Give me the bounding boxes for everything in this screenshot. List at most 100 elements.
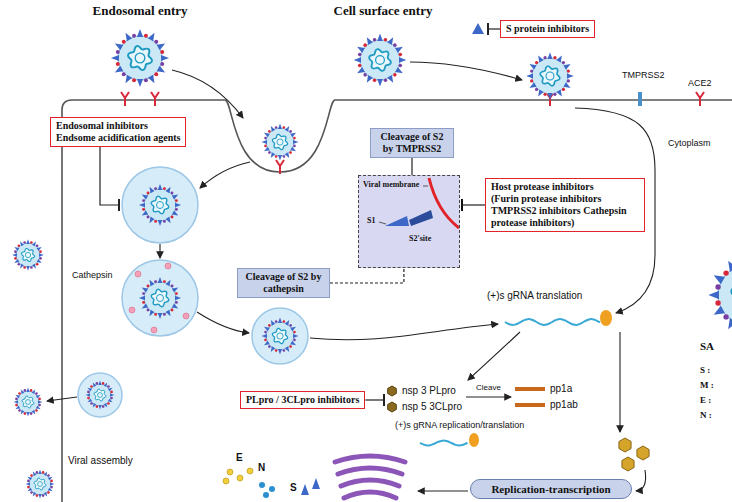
spike-protein: [526, 73, 533, 78]
spike-protein: [37, 259, 42, 263]
viral-rna: [135, 53, 145, 63]
e-protein: [223, 478, 229, 484]
process-box: Replication-transcription: [470, 479, 632, 499]
spike-protein: [293, 140, 298, 144]
region-label: Cytoplasm: [668, 138, 711, 148]
e-protein: [227, 469, 233, 475]
box-text: (Furin protease inhibitors TMPRSS2 inhib…: [491, 193, 639, 229]
connector: [462, 204, 485, 205]
spike-protein: [271, 320, 275, 326]
spike-protein: [708, 291, 719, 299]
spike-protein: [166, 187, 171, 193]
membrane-protein: [160, 62, 164, 66]
spike-protein: [377, 34, 383, 41]
envelope-protein: [107, 402, 110, 405]
spike-protein: [290, 327, 296, 331]
membrane-protein: [171, 285, 174, 288]
membrane-protein: [268, 345, 271, 348]
ace2-receptor: [151, 92, 159, 106]
envelope-protein: [264, 145, 267, 148]
nucleocapsid: [151, 289, 168, 306]
membrane-protein: [50, 486, 53, 489]
membrane-protein: [553, 93, 556, 96]
spike-protein: [547, 93, 552, 100]
flow-arrow: [468, 332, 520, 380]
spike-protein: [158, 220, 162, 226]
spike-protein: [728, 318, 732, 329]
envelope-protein: [30, 474, 33, 477]
viral-membrane-arc: [429, 178, 459, 228]
envelope-protein: [38, 398, 41, 401]
polyprotein-bar: [515, 387, 545, 391]
spike-protein: [357, 67, 365, 73]
spike-protein: [139, 203, 145, 207]
spike-protein: [172, 194, 178, 199]
membrane-protein: [116, 50, 120, 54]
rna-strand: [505, 319, 600, 325]
envelope-protein: [358, 64, 362, 68]
spike-protein: [262, 334, 267, 338]
envelope-protein: [264, 339, 267, 342]
envelope-protein: [715, 300, 720, 305]
spike-protein: [278, 155, 282, 160]
envelope-protein: [30, 241, 33, 244]
spike-protein: [98, 380, 101, 385]
membrane-protein: [567, 79, 570, 82]
spike-protein: [387, 75, 393, 83]
envelope-protein: [154, 313, 157, 316]
cathepsin-enzyme: [151, 327, 157, 333]
membrane-protein: [122, 72, 126, 76]
membrane-protein: [15, 398, 18, 401]
inhibition-line: [100, 147, 118, 205]
protein-label: TMPRSS2: [622, 70, 665, 80]
envelope-protein: [163, 187, 166, 190]
membrane-protein: [24, 389, 27, 392]
spike-protein: [271, 152, 275, 158]
spike-protein: [538, 55, 544, 62]
legend-key: M :: [700, 380, 714, 390]
process-box: Cleavage of S2 by TMPRSS2: [370, 128, 454, 158]
leader-line: [423, 186, 428, 187]
protein-hexagon: [622, 457, 634, 471]
envelope-protein: [132, 78, 136, 82]
spike-protein: [166, 280, 171, 286]
envelope-protein: [90, 385, 93, 388]
spike-protein: [472, 23, 484, 34]
enzyme-label: Cathepsin: [72, 270, 113, 280]
membrane-protein: [289, 130, 292, 133]
envelope-protein: [96, 405, 99, 408]
spike-protein: [538, 89, 544, 96]
ribosome: [469, 433, 479, 447]
spike-protein: [148, 75, 155, 84]
envelope-protein: [14, 257, 17, 260]
envelope-protein: [268, 324, 271, 327]
virus-particle: [708, 255, 732, 334]
membrane-protein: [283, 349, 286, 352]
spike-protein: [285, 320, 289, 326]
spike-protein: [357, 47, 365, 53]
viral-envelope: [89, 384, 111, 406]
process-box: Cleavage of S2 by cathepsin: [237, 268, 330, 298]
protein-label: nsp 5 3CLpro: [402, 401, 462, 413]
spike-protein: [139, 296, 145, 300]
spike-protein: [161, 55, 169, 61]
envelope-protein: [543, 93, 546, 96]
protein-label: pp1a: [550, 383, 572, 395]
spike-protein: [290, 147, 296, 151]
envelope-protein: [18, 245, 21, 248]
spike-protein: [142, 304, 148, 309]
envelope-protein: [122, 40, 126, 44]
viral-rna: [38, 482, 43, 487]
spike-protein: [264, 341, 270, 345]
flow-arrow: [197, 312, 249, 333]
membrane-protein: [543, 56, 546, 59]
box-heading: Endosomal inhibitors: [56, 120, 180, 132]
nucleocapsid: [128, 46, 152, 70]
envelope-protein: [160, 50, 164, 54]
envelope-protein: [147, 192, 150, 195]
membrane-protein: [90, 402, 93, 405]
box-heading: Viral membrane: [363, 180, 419, 190]
cathepsin-enzyme: [135, 271, 141, 277]
inhibition-line: [365, 399, 383, 400]
spike-protein: [14, 259, 19, 263]
